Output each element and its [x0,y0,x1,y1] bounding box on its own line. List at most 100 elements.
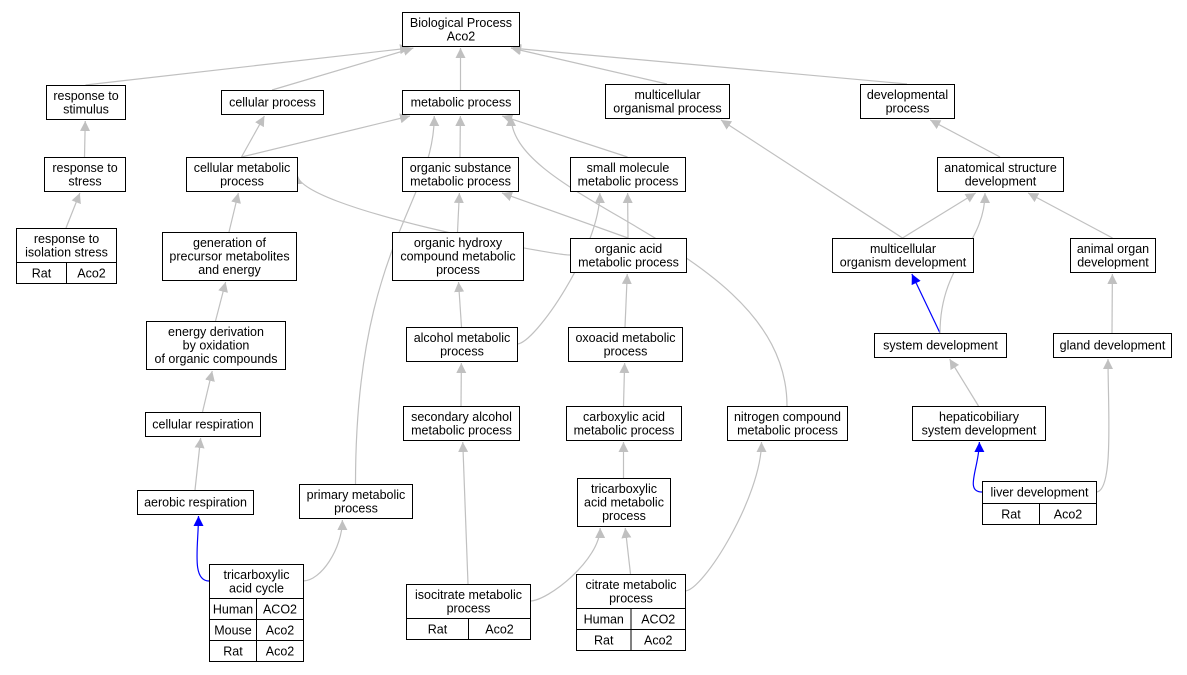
node-label: small molecule [587,161,670,175]
node-cr[interactable]: cellular respiration [145,412,261,437]
node-label: compound metabolic [400,250,515,264]
gene-symbol: Aco2 [485,623,514,637]
edge-cimp-to-ncmp [684,441,767,592]
edge-icmp-to-samp [458,441,469,585]
node-mp[interactable]: metabolic process [402,90,520,115]
edge-icmp-to-tcamp [529,527,606,602]
edge-layer [65,43,1118,602]
node-label: metabolic process [578,174,679,188]
node-label: organic substance [410,161,512,175]
node-label: precursor metabolites [169,250,289,264]
node-label: metabolic process [574,423,675,437]
node-label: metabolic process [411,423,512,437]
node-label: hepaticobiliary [939,410,1020,424]
edge-tca-to-pmp [302,519,348,582]
node-sd[interactable]: system development [874,333,1007,358]
gene-species: Human [584,613,624,627]
edge-ld-to-hsd [972,441,985,493]
node-box [1070,238,1156,273]
node-label: development [965,174,1037,188]
edge-sd-to-mod [911,273,941,334]
node-label: primary metabolic [307,488,406,502]
node-box [605,84,730,119]
gene-symbol-cell [256,640,304,662]
node-gd[interactable]: gland development [1053,333,1172,358]
node-label: process [436,263,480,277]
node-label: metabolic process [578,255,679,269]
edge-hsd-to-sd [949,358,980,407]
node-label: process [886,101,930,115]
gene-symbol: Aco2 [266,624,295,638]
node-box [186,157,298,192]
node-label: gland development [1060,339,1166,353]
node-label: Biological Process [410,16,512,30]
gene-species: Rat [223,645,243,659]
gene-symbol-cell [66,262,117,284]
node-box [402,157,519,192]
node-cp[interactable]: cellular process [221,90,324,115]
node-box [727,406,848,441]
gene-symbol-cell [468,618,531,640]
node-label: multicellular [635,88,701,102]
edge-oamp-to-cmp [292,173,571,256]
node-label: stress [68,174,101,188]
node-box [137,490,254,515]
node-box [406,584,531,619]
node-label: development [1077,255,1149,269]
edge-mop-to-bp [510,45,668,85]
edge-cimp-to-tcamp [621,527,632,575]
gene-species: Rat [32,267,52,281]
node-label: organismal process [613,101,721,115]
node-box [570,238,687,273]
node-label: process [609,591,653,605]
node-label: response to [52,161,117,175]
node-box [299,484,413,519]
node-label: oxoacid metabolic [575,331,675,345]
node-label: Aco2 [447,29,476,43]
node-label: metabolic process [411,96,512,110]
node-label: system development [922,423,1037,437]
node-box [402,12,520,47]
gene-species: Rat [1001,508,1021,522]
node-box [937,157,1064,192]
gene-species: Rat [594,634,614,648]
node-label: alcohol metabolic [414,331,511,345]
node-box [145,412,261,437]
node-label: process [602,509,646,523]
node-box [1053,333,1172,358]
node-box [860,84,955,119]
node-box [146,321,286,370]
node-ar[interactable]: aerobic respiration [137,490,254,515]
edge-cp-to-bp [271,46,414,91]
